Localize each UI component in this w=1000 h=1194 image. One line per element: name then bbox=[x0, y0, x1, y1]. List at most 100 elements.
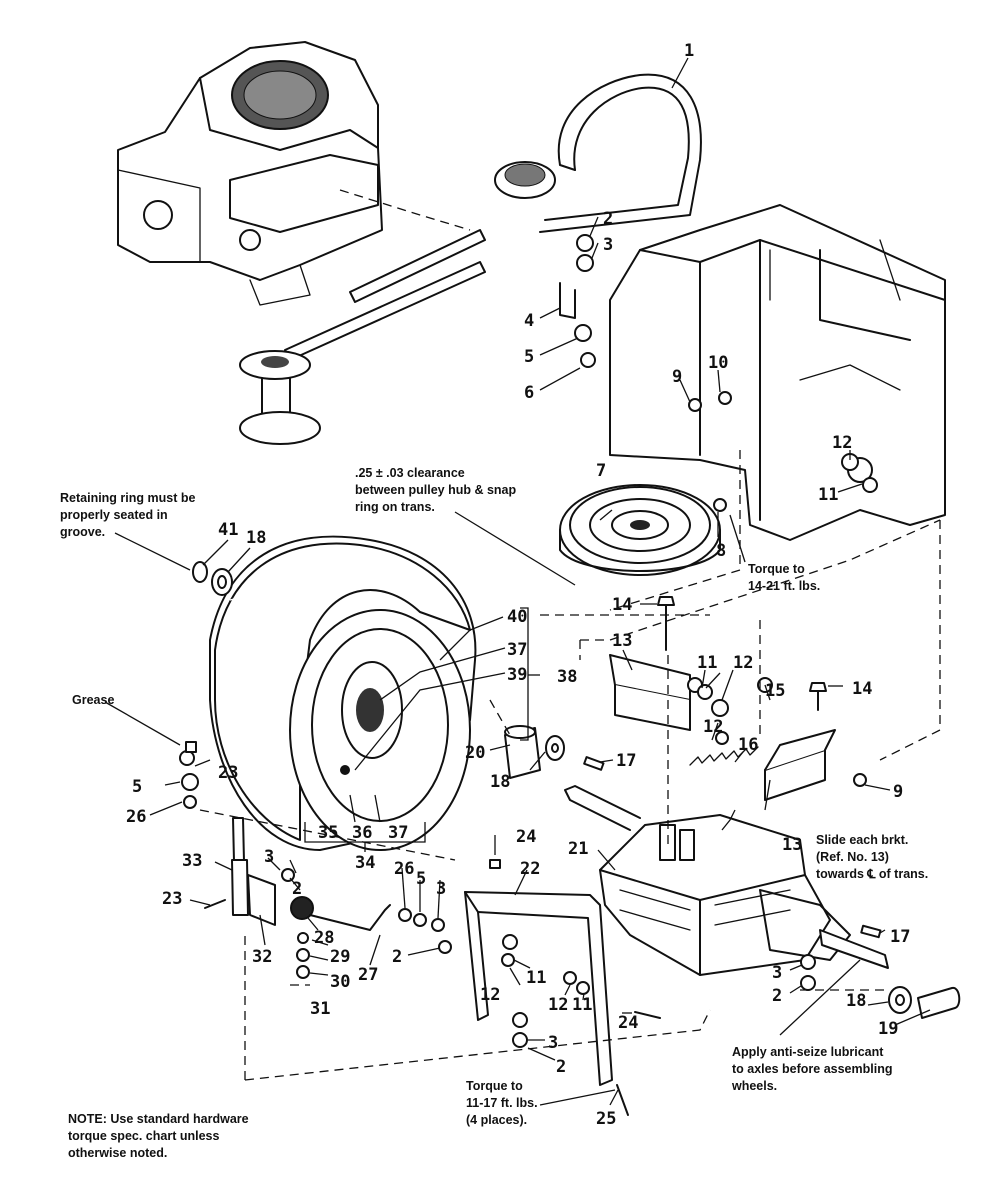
callout: 11 bbox=[818, 485, 838, 505]
callout: 19 bbox=[878, 1019, 898, 1039]
svg-text:Slide each brkt.: Slide each brkt. bbox=[816, 833, 908, 847]
svg-text:ring on trans.: ring on trans. bbox=[355, 500, 435, 514]
wheel-rim bbox=[289, 609, 471, 851]
small-pulley bbox=[494, 161, 556, 199]
svg-text:to axles before assembling: to axles before assembling bbox=[732, 1062, 892, 1076]
callout: 29 bbox=[330, 947, 350, 967]
callout: 20 bbox=[465, 743, 485, 763]
svg-text:between pulley hub & snap: between pulley hub & snap bbox=[355, 483, 516, 497]
callout: 28 bbox=[314, 928, 334, 948]
frame-housing bbox=[609, 204, 946, 541]
callout: 5 bbox=[416, 869, 426, 889]
callout: 11 bbox=[572, 995, 592, 1015]
callout: 14 bbox=[612, 595, 632, 615]
callout: 36 bbox=[352, 823, 372, 843]
callout: 15 bbox=[765, 681, 785, 701]
callouts: 1 2 3 4 5 6 7 8 9 10 11 12 41 18 40 37 3… bbox=[126, 41, 910, 1129]
callout: 3 bbox=[436, 879, 446, 899]
callout: 2 bbox=[392, 947, 402, 967]
assembly-lines bbox=[199, 450, 941, 1081]
axle-left-parts bbox=[504, 725, 605, 779]
callout: 22 bbox=[520, 859, 540, 879]
callout: 23 bbox=[162, 889, 182, 909]
note-general: NOTE: Use standard hardware torque spec.… bbox=[68, 1112, 249, 1160]
engine-pulley-spindle bbox=[239, 350, 321, 445]
note-torque-14-21: Torque to 14-21 ft. lbs. bbox=[748, 562, 820, 593]
callout: 18 bbox=[246, 528, 266, 548]
callout: 17 bbox=[616, 751, 636, 771]
callout: 5 bbox=[132, 777, 142, 797]
callout: 11 bbox=[526, 968, 546, 988]
callout: 12 bbox=[733, 653, 753, 673]
svg-text:11-17 ft. lbs.: 11-17 ft. lbs. bbox=[466, 1096, 538, 1110]
callout: 12 bbox=[832, 433, 852, 453]
svg-text:otherwise noted.: otherwise noted. bbox=[68, 1146, 167, 1160]
callout: 18 bbox=[846, 991, 866, 1011]
callout: 23 bbox=[218, 763, 238, 783]
callout: 34 bbox=[355, 853, 375, 873]
hardware-nuts bbox=[559, 234, 878, 991]
callout: 5 bbox=[524, 347, 534, 367]
leader-lines bbox=[104, 57, 931, 1106]
group-brackets bbox=[304, 607, 540, 852]
callout: 2 bbox=[603, 209, 613, 229]
callout: 40 bbox=[507, 607, 527, 627]
callout: 37 bbox=[388, 823, 408, 843]
svg-text:(Ref. No. 13): (Ref. No. 13) bbox=[816, 850, 889, 864]
callout: 35 bbox=[318, 823, 338, 843]
drive-belt bbox=[539, 73, 702, 233]
callout: 2 bbox=[772, 986, 782, 1006]
callout: 24 bbox=[516, 827, 536, 847]
callout: 16 bbox=[738, 735, 758, 755]
callout: 21 bbox=[568, 839, 588, 859]
callout: 9 bbox=[672, 367, 682, 387]
svg-text:groove.: groove. bbox=[60, 525, 105, 539]
retaining-ring-washer bbox=[192, 561, 233, 596]
svg-text:Retaining ring must be: Retaining ring must be bbox=[60, 491, 195, 505]
bolts-14 bbox=[657, 596, 827, 711]
callout: 10 bbox=[708, 353, 728, 373]
svg-text:properly seated in: properly seated in bbox=[60, 508, 168, 522]
transmission-pulley bbox=[559, 484, 721, 576]
callout: 12 bbox=[703, 717, 723, 737]
callout: 6 bbox=[524, 383, 534, 403]
callout: 26 bbox=[394, 859, 414, 879]
svg-text:Torque to: Torque to bbox=[748, 562, 805, 576]
callout: 2 bbox=[292, 879, 302, 899]
callout: 1 bbox=[684, 41, 694, 61]
note-torque-11-17: Torque to 11-17 ft. lbs. (4 places). bbox=[466, 1079, 538, 1127]
spring bbox=[689, 746, 759, 766]
callout: 39 bbox=[507, 665, 527, 685]
callout: 31 bbox=[310, 999, 330, 1019]
callout: 3 bbox=[603, 235, 613, 255]
callout: 37 bbox=[507, 640, 527, 660]
note-retaining-ring: Retaining ring must be properly seated i… bbox=[60, 491, 195, 539]
callout: 8 bbox=[716, 541, 726, 561]
callout: 38 bbox=[557, 667, 577, 687]
rear-wheel-tire bbox=[209, 535, 477, 851]
svg-text:torque spec. chart unless: torque spec. chart unless bbox=[68, 1129, 219, 1143]
callout: 2 bbox=[556, 1057, 566, 1077]
callout: 13 bbox=[612, 631, 632, 651]
engine bbox=[117, 41, 471, 306]
callout: 9 bbox=[893, 782, 903, 802]
note-grease: Grease bbox=[72, 693, 114, 707]
callout: 12 bbox=[548, 995, 568, 1015]
callout: 7 bbox=[596, 461, 606, 481]
callout: 32 bbox=[252, 947, 272, 967]
svg-text:NOTE: Use standard hardware: NOTE: Use standard hardware bbox=[68, 1112, 249, 1126]
callout: 14 bbox=[852, 679, 872, 699]
svg-text:Apply anti-seize lubricant: Apply anti-seize lubricant bbox=[732, 1045, 884, 1059]
callout: 41 bbox=[218, 520, 238, 540]
callout: 4 bbox=[524, 311, 534, 331]
callout: 3 bbox=[264, 847, 274, 867]
callout: 25 bbox=[596, 1109, 616, 1129]
callout: 17 bbox=[890, 927, 910, 947]
svg-text:Grease: Grease bbox=[72, 693, 114, 707]
key-strips bbox=[284, 229, 486, 361]
svg-text:.25 ± .03 clearance: .25 ± .03 clearance bbox=[355, 466, 465, 480]
note-slide-bracket: Slide each brkt. (Ref. No. 13) towards ℄… bbox=[816, 833, 928, 881]
svg-text:(4 places).: (4 places). bbox=[466, 1113, 527, 1127]
svg-text:towards ℄ of trans.: towards ℄ of trans. bbox=[816, 867, 928, 881]
